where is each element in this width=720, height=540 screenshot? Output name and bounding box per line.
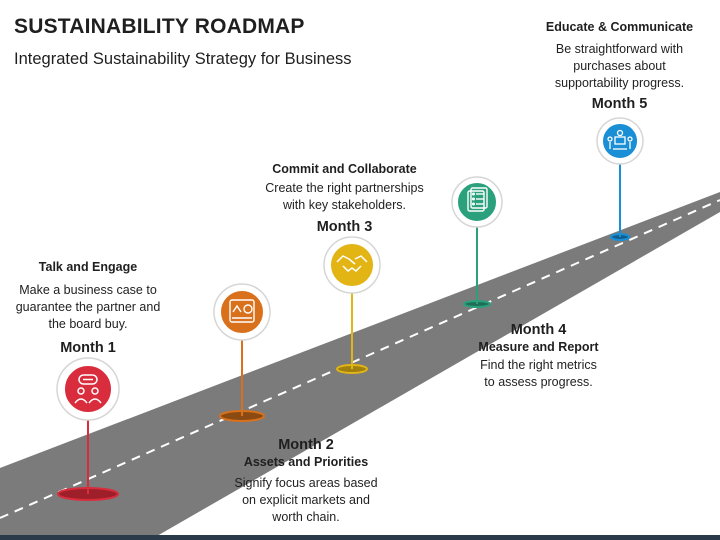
bottom-border: [0, 535, 720, 540]
milestone-1-heading: Talk and Engage: [38, 260, 138, 274]
milestone-5-description: Be straightforward with purchases about …: [554, 42, 685, 90]
report-checklist-icon: [467, 187, 488, 212]
milestone-5-text: Educate & Communicate Be straightforward…: [532, 20, 707, 112]
milestone-4-month: Month 4: [510, 322, 567, 338]
assets-money-icon: [229, 299, 255, 323]
milestone-1-month: Month 1: [60, 340, 116, 356]
milestone-5-month: Month 5: [591, 96, 648, 112]
milestone-1-badge: [63, 364, 113, 414]
milestone-3: [323, 236, 381, 374]
milestone-3-month: Month 3: [316, 219, 373, 235]
milestone-2-badge: [219, 289, 265, 335]
road-center-dashes: [0, 199, 720, 519]
page-subtitle: Integrated Sustainability Strategy for B…: [14, 50, 352, 68]
milestone-4: [451, 176, 503, 308]
milestone-3-heading: Commit and Collaborate: [272, 162, 417, 176]
milestone-1-description: Make a business case to guarantee the pa…: [15, 283, 161, 331]
milestone-2-heading: Assets and Priorities: [243, 455, 369, 469]
page-title: SUSTAINABILITY ROADMAP: [14, 15, 305, 38]
discussion-people-icon: [74, 374, 102, 404]
milestone-2: [213, 283, 271, 422]
milestone-4-text: Month 4 Measure and Report Find the righ…: [466, 322, 611, 391]
presentation-icon: [607, 129, 633, 150]
milestone-5-heading: Educate & Communicate: [545, 20, 694, 34]
milestone-2-text: Month 2 Assets and Priorities Signify fo…: [226, 437, 386, 526]
milestone-2-month: Month 2: [278, 437, 334, 453]
milestone-3-description: Create the right partnerships with key s…: [265, 181, 424, 212]
milestone-3-text: Commit and Collaborate Create the right …: [252, 162, 437, 235]
milestone-4-description: Find the right metrics to assess progres…: [480, 358, 597, 389]
milestone-5: [596, 117, 644, 241]
handshake-icon: [336, 255, 368, 272]
milestone-3-badge: [329, 242, 375, 288]
milestone-5-badge: [601, 122, 639, 160]
milestone-1-text: Talk and Engage Make a business case to …: [8, 260, 168, 356]
milestone-4-heading: Measure and Report: [478, 340, 599, 354]
milestone-2-description: Signify focus areas based on explicit ma…: [234, 476, 378, 524]
milestone-1: [56, 357, 120, 501]
